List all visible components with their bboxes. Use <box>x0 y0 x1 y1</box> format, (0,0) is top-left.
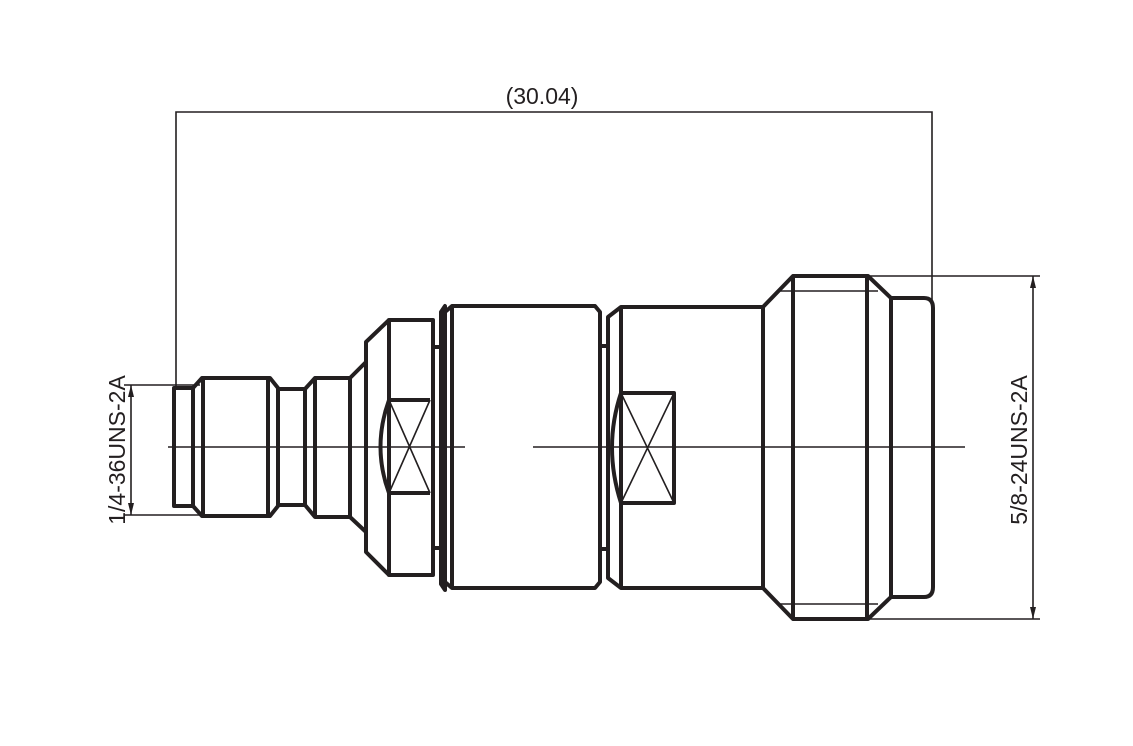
left-hex-flat <box>378 398 431 495</box>
left-thread-dimension: 1/4-36UNS-2A <box>104 375 200 525</box>
right-connector <box>606 274 935 621</box>
right-hex-flat <box>610 391 676 505</box>
right-thread-dimension: 5/8-24UNS-2A <box>868 275 1040 620</box>
overall-length-label: (30.04) <box>506 83 579 109</box>
left-connector <box>172 304 447 592</box>
overall-length-dimension: (30.04) <box>175 83 933 388</box>
middle-body <box>443 304 608 590</box>
left-thread-label: 1/4-36UNS-2A <box>104 375 130 525</box>
right-thread-label: 5/8-24UNS-2A <box>1006 375 1032 525</box>
